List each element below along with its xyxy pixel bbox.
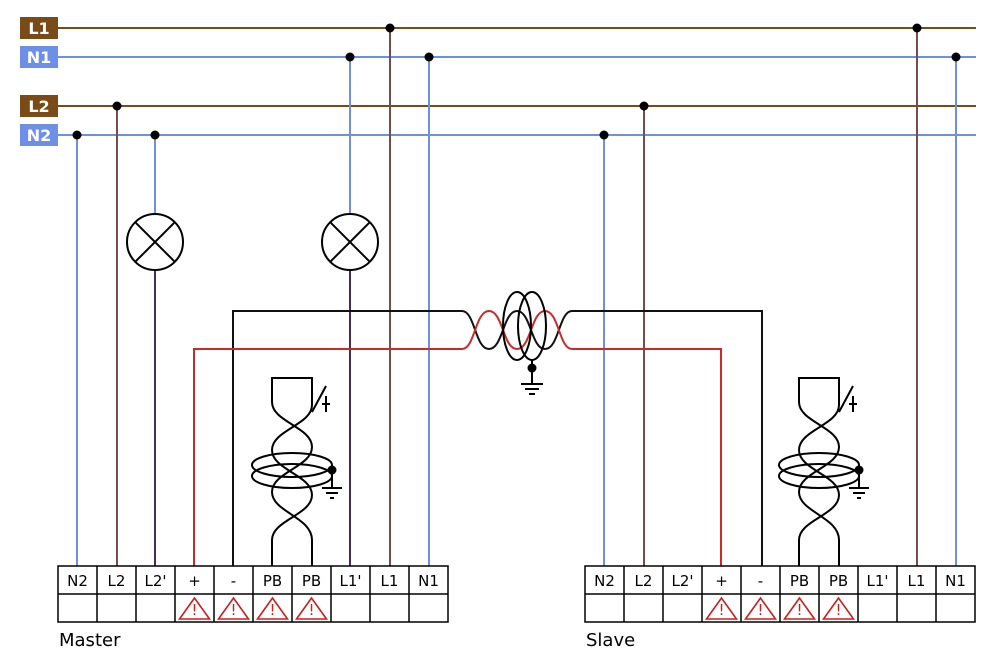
warning-icon [294,596,329,620]
junction-dot [599,130,609,140]
terminal-label-slave: L2 [635,572,653,590]
bus-tag-l2: L2 [20,95,58,117]
twisted-pair-black [461,309,573,351]
junction-dots [72,23,961,140]
pushbutton-twisted-wires [797,377,841,566]
ground-icon [521,368,543,395]
bus-tag-n1-box [20,46,58,68]
bus-tag-n2-label: N2 [27,126,52,145]
terminal-label-master: L2' [144,572,166,590]
warning-icon [743,596,778,620]
warning-symbol: ! [191,601,197,619]
wire-slave-plus [572,348,722,566]
warning-symbol: ! [796,601,802,619]
junction-dot [912,23,922,33]
terminal-label-master: PB [263,572,282,590]
terminal-label-master: PB [302,572,321,590]
bus-tag-l1-box [20,17,58,39]
junction-dot [639,101,649,111]
terminal-block-slave: N2 L2 L2' +! -! PB! PB! L1' L1 N1 [584,565,976,623]
terminal-label-master: N2 [67,572,88,590]
terminal-label-master: - [231,572,236,590]
pushbutton-icon [838,385,857,413]
warning-symbol: ! [269,601,275,619]
junction-dot [385,23,395,33]
bus-tag-l2-label: L2 [28,97,49,116]
warning-icon [782,596,817,620]
bus-tag-n1-label: N1 [27,48,52,67]
bus-tag-n1: N1 [20,46,58,68]
wire-slave-minus [572,310,763,566]
bus-tag-l1: L1 [20,17,58,39]
twisted-pair-red [461,309,573,351]
warning-symbol: ! [757,601,763,619]
bus-tag-l1-label: L1 [28,19,49,38]
terminal-label-slave: PB [829,572,848,590]
lamp-icon [126,213,184,271]
terminal-label-master: N1 [418,572,439,590]
ground-icon [849,470,869,499]
pushbutton-assembly-master [251,377,333,566]
pushbutton-assembly-slave [778,377,860,566]
ferrite-core-icon [502,291,547,368]
terminal-label-master: L2 [108,572,126,590]
terminal-label-slave: N2 [594,572,615,590]
terminal-label-slave: - [758,572,763,590]
pushbutton-twisted-wires [270,377,314,566]
warning-icon [177,596,212,620]
junction-dot [72,130,82,140]
terminal-label-slave: L1' [866,572,888,590]
terminal-label-slave: N1 [945,572,966,590]
wire-master-plus [193,348,462,566]
comm-link [193,309,763,566]
lamp-icon [321,213,379,271]
warning-symbol: ! [718,601,724,619]
warning-symbol: ! [308,601,314,619]
warning-icon [821,596,856,620]
bus-tag-n2: N2 [20,124,58,146]
warning-icon [255,596,290,620]
warning-symbol: ! [230,601,236,619]
junction-dot [150,130,160,140]
junction-dot [424,52,434,62]
warning-symbol: ! [835,601,841,619]
ground-icon [322,470,342,499]
terminal-label-slave: L2' [671,572,693,590]
warning-icon [216,596,251,620]
junction-dot [345,52,355,62]
warning-icon [704,596,739,620]
pushbutton-icon [311,385,330,413]
terminal-label-master: L1' [339,572,361,590]
junction-dot [951,52,961,62]
bus-tag-n2-box [20,124,58,146]
terminal-label-slave: + [715,572,728,590]
terminal-block-master: N2 L2 L2' +! -! PB! PB! L1' L1 N1 [57,565,449,623]
bus-tag-l2-box [20,95,58,117]
wire-master-minus [232,310,462,566]
unit-name-slave: Slave [586,630,635,651]
terminal-label-slave: PB [790,572,809,590]
unit-name-master: Master [59,630,121,651]
drop-wires [76,28,957,566]
terminal-label-slave: L1 [908,572,926,590]
terminal-label-master: + [188,572,201,590]
terminal-label-master: L1 [381,572,399,590]
junction-dot [112,101,122,111]
